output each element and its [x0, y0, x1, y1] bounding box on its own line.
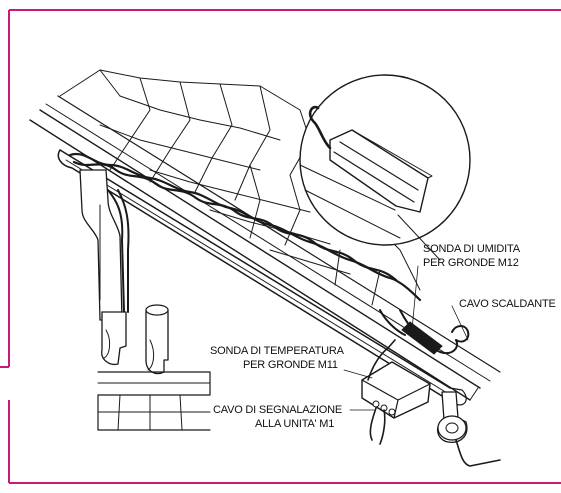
- right-downpipe: [437, 391, 501, 467]
- leader-lines: [343, 265, 469, 411]
- humidity-probe-label-line2: PER GRONDE M12: [423, 257, 519, 269]
- magnified-probe-inset: [299, 74, 471, 261]
- temperature-probe-label-line1: SONDA DI TEMPERATURA: [210, 345, 345, 357]
- heating-cable-label: CAVO SCALDANTE: [459, 298, 556, 310]
- temperature-probe-label-line2: PER GRONDE M11: [243, 359, 338, 371]
- signal-cable-label-line1: CAVO DI SEGNALAZIONE: [213, 404, 342, 416]
- wall-ledge: [97, 371, 211, 431]
- page-frame: [0, 9, 561, 484]
- downpipe: [79, 169, 169, 375]
- gutter-trough: [57, 149, 467, 406]
- humidity-probe-label-line1: SONDA DI UMIDITA: [423, 243, 521, 255]
- humidity-probe: [401, 321, 443, 355]
- signal-cable-label-line2: ALLA UNITA' M1: [255, 418, 334, 430]
- temperature-junction-box: [361, 339, 431, 445]
